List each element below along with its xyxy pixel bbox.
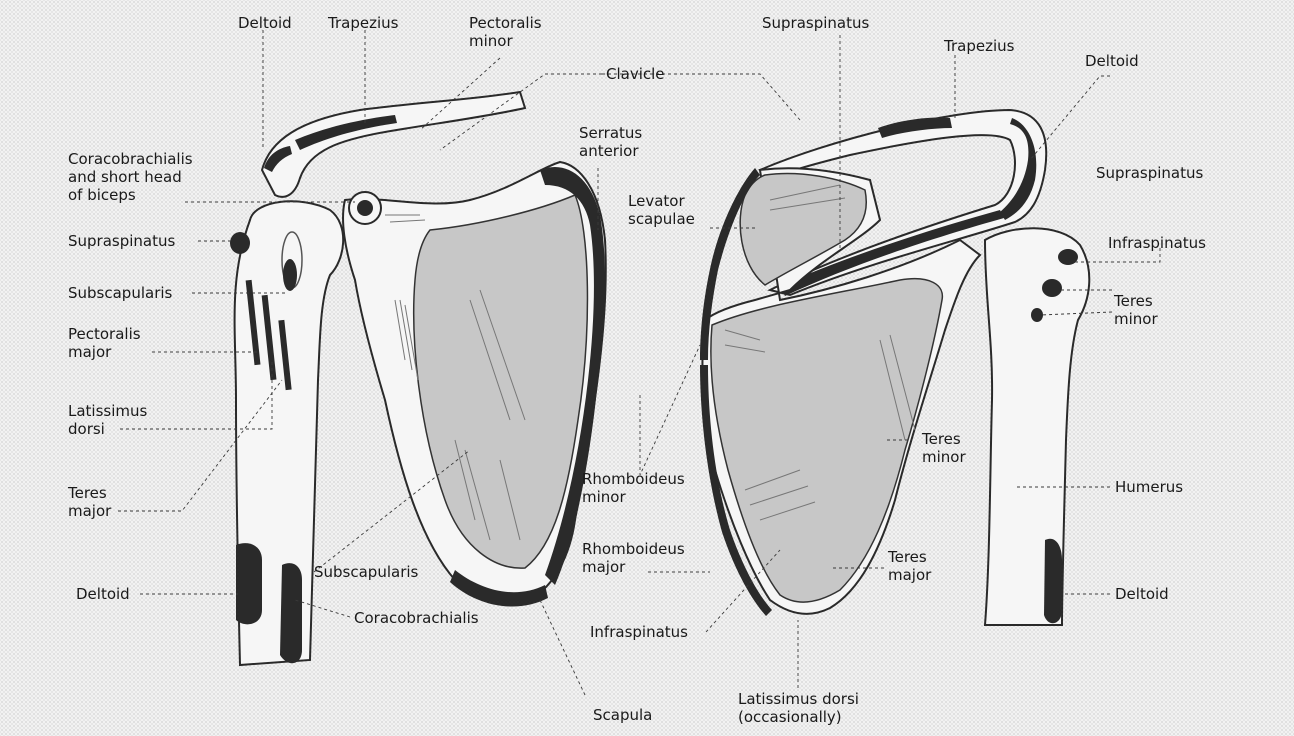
label-supraspinatus-right: Supraspinatus — [1096, 164, 1203, 182]
label-deltoid-bottom-left: Deltoid — [76, 585, 130, 603]
subscapularis-insertion — [283, 259, 297, 291]
label-trapezius-left: Trapezius — [328, 14, 398, 32]
label-latissimus-dorsi-right: Latissimus dorsi (occasionally) — [738, 690, 859, 726]
label-pectoralis-major: Pectoralis major — [68, 325, 141, 361]
coracoid-insertion — [357, 200, 373, 216]
label-clavicle: Clavicle — [606, 65, 665, 83]
label-rhomboideus-minor: Rhomboideus minor — [582, 470, 685, 506]
label-infraspinatus-right: Infraspinatus — [1108, 234, 1206, 252]
label-supraspinatus-top: Supraspinatus — [762, 14, 869, 32]
label-teres-minor-right: Teres minor — [1114, 292, 1158, 328]
infraspinatus-insertion-right — [1042, 279, 1062, 297]
humerus-right — [985, 228, 1089, 625]
coracobrachialis-insertion — [280, 563, 302, 663]
label-coracobrachialis: Coracobrachialis — [354, 609, 479, 627]
supraspinatus-insertion-right — [1058, 249, 1078, 265]
supraspinatus-insertion-left — [230, 232, 250, 254]
label-latissimus-dorsi-left: Latissimus dorsi — [68, 402, 147, 438]
label-rhomboideus-major: Rhomboideus major — [582, 540, 685, 576]
label-teres-major-left: Teres major — [68, 484, 111, 520]
deltoid-insertion-humerus-right — [1044, 539, 1062, 624]
label-trapezius-right: Trapezius — [944, 37, 1014, 55]
label-deltoid-top-right: Deltoid — [1085, 52, 1139, 70]
label-levator-scapulae: Levator scapulae — [628, 192, 695, 228]
label-teres-major-right: Teres major — [888, 548, 931, 584]
label-deltoid-bottom-right: Deltoid — [1115, 585, 1169, 603]
teres-minor-insertion-right — [1031, 308, 1043, 322]
label-subscapularis-lower: Subscapularis — [314, 563, 418, 581]
label-serratus-anterior: Serratus anterior — [579, 124, 642, 160]
label-supraspinatus-left: Supraspinatus — [68, 232, 175, 250]
label-scapula: Scapula — [593, 706, 652, 724]
label-subscapularis-upper: Subscapularis — [68, 284, 172, 302]
label-coracobrachialis-biceps: Coracobrachialis and short head of bicep… — [68, 150, 193, 204]
label-humerus: Humerus — [1115, 478, 1183, 496]
label-infraspinatus-bottom: Infraspinatus — [590, 623, 688, 641]
deltoid-insertion-humerus-left — [236, 543, 262, 624]
label-deltoid-top-left: Deltoid — [238, 14, 292, 32]
label-teres-minor-mid: Teres minor — [922, 430, 966, 466]
label-pectoralis-minor: Pectoralis minor — [469, 14, 542, 50]
